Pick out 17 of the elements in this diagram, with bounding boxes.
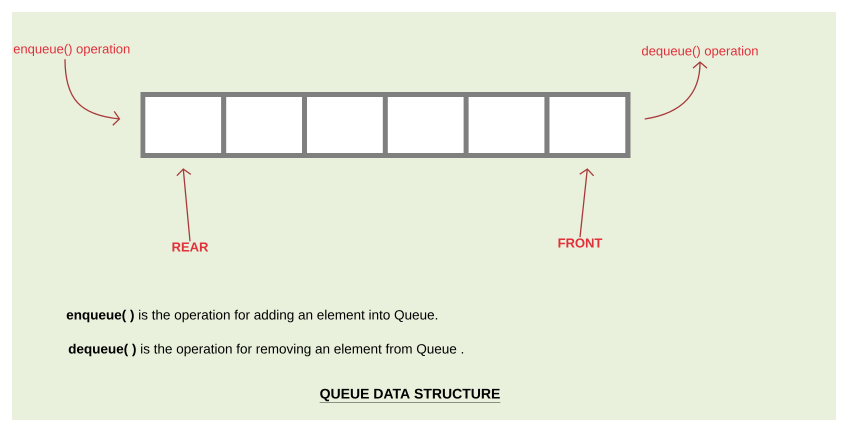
- arrow: [644, 61, 708, 120]
- queue-cell: [307, 97, 383, 153]
- text-label: dequeue() operation: [642, 46, 758, 58]
- queue-cell: [468, 97, 544, 153]
- text-label: enqueue() operation: [14, 44, 130, 56]
- queue-cell: [550, 97, 626, 153]
- sentence: enqueue( ) is the operation for adding an element into Queue.: [66, 310, 438, 322]
- queue-cell: [145, 97, 222, 153]
- text-label: FRONT: [558, 238, 602, 248]
- caption: QUEUE DATA STRUCTURE: [319, 388, 501, 403]
- text-label: REAR: [172, 242, 208, 252]
- arrow: [579, 168, 594, 238]
- queue-cell: [388, 97, 464, 153]
- arrow: [64, 59, 120, 126]
- queue-cell: [226, 97, 302, 153]
- sentence: dequeue( ) is the operation for removing an element from Queue .: [68, 344, 464, 356]
- arrow: [176, 168, 192, 242]
